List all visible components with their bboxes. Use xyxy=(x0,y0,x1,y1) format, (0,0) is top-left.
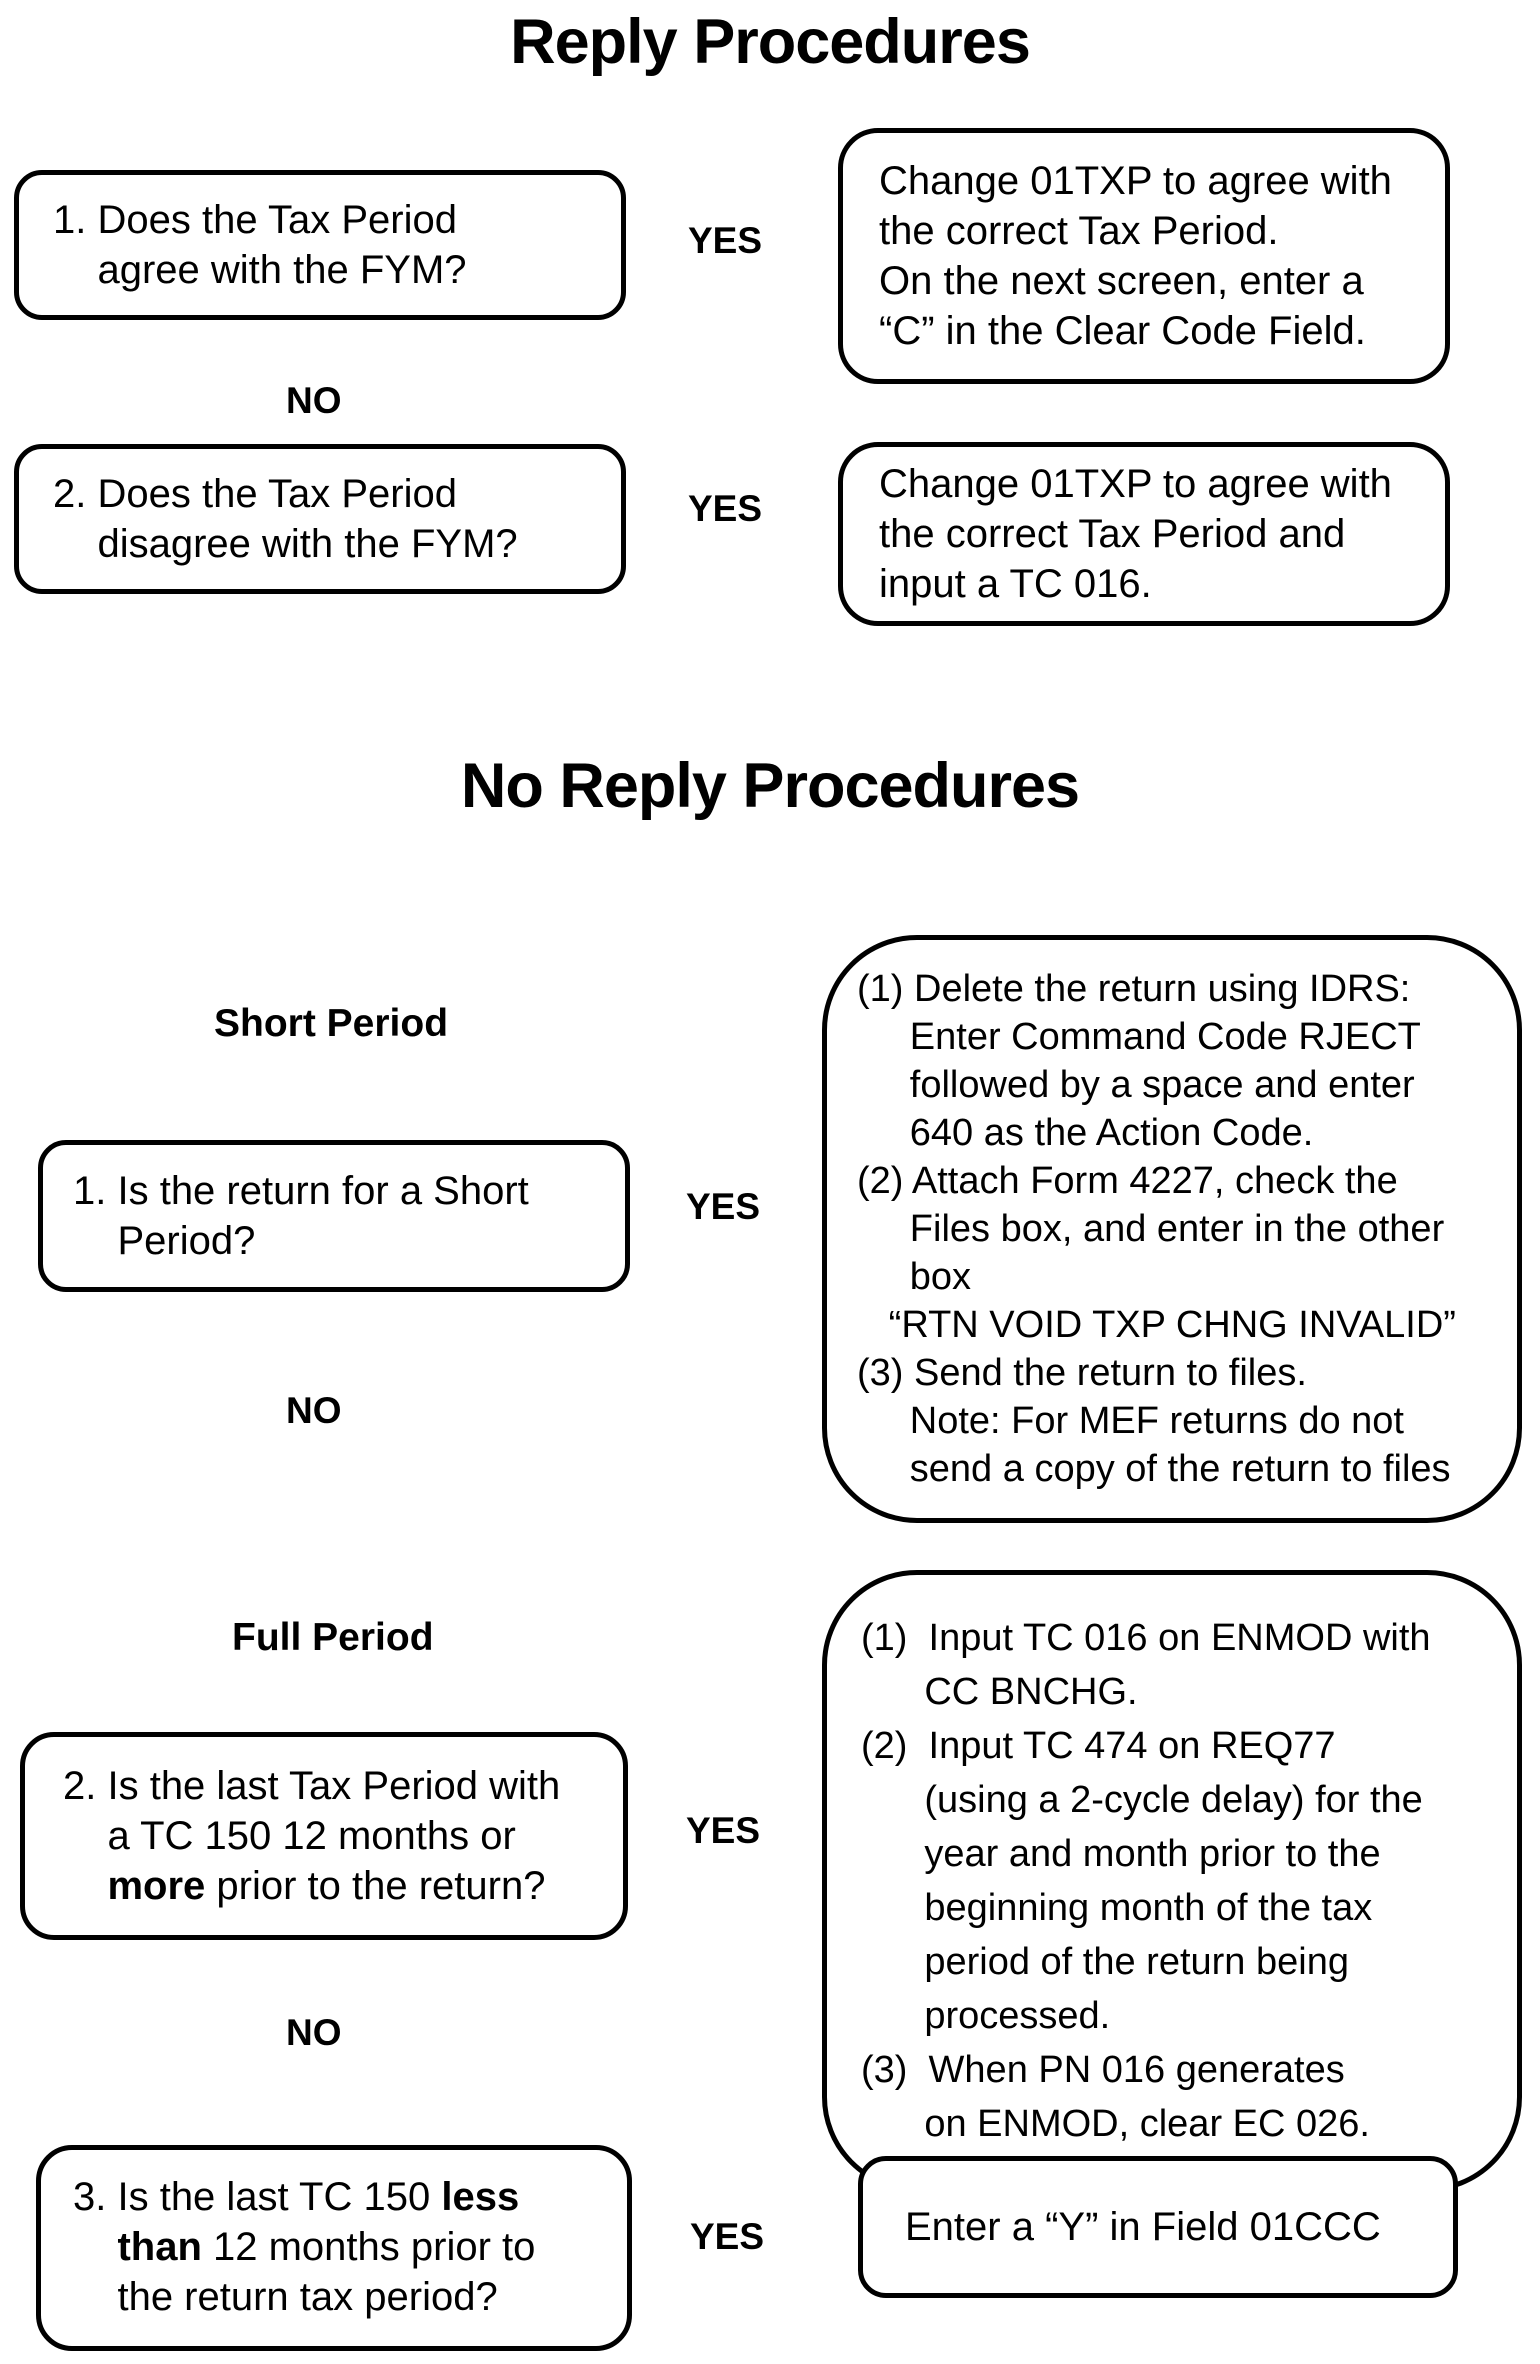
yes-label-full-3: YES xyxy=(690,2216,765,2257)
full-period-label: Full Period xyxy=(232,1616,434,1659)
question-box-full-2-text: 2. Is the last Tax Period with a TC 150 … xyxy=(63,1764,561,1908)
no-reply-procedures-title: No Reply Procedures xyxy=(460,751,1080,821)
yes-label-full-2: YES xyxy=(686,1810,761,1851)
reply-procedures-title: Reply Procedures xyxy=(510,7,1031,77)
question-box-full-3: 3. Is the last TC 150 less than 12 month… xyxy=(36,2145,632,2351)
question-box-reply-1-text: 1. Does the Tax Period agree with the FY… xyxy=(53,198,467,292)
answer-box-full-3: Enter a “Y” in Field 01CCC xyxy=(858,2156,1458,2298)
answer-box-full-3-text: Enter a “Y” in Field 01CCC xyxy=(905,2205,1381,2249)
question-box-reply-2-text: 2. Does the Tax Period disagree with the… xyxy=(53,472,518,566)
question-box-reply-2: 2. Does the Tax Period disagree with the… xyxy=(14,444,626,594)
answer-box-reply-2: Change 01TXP to agree with the correct T… xyxy=(838,442,1450,626)
question-box-reply-1: 1. Does the Tax Period agree with the FY… xyxy=(14,170,626,320)
answer-box-full-2: (1) Input TC 016 on ENMOD with CC BNCHG.… xyxy=(822,1570,1522,2192)
answer-box-reply-1: Change 01TXP to agree with the correct T… xyxy=(838,128,1450,384)
answer-box-reply-1-text: Change 01TXP to agree with the correct T… xyxy=(879,159,1392,353)
answer-box-reply-2-text: Change 01TXP to agree with the correct T… xyxy=(879,462,1392,606)
answer-box-short-1-text: (1) Delete the return using IDRS: Enter … xyxy=(857,968,1456,1490)
yes-label-short-1: YES xyxy=(686,1186,761,1227)
question-box-short-1-text: 1. Is the return for a Short Period? xyxy=(73,1169,529,1263)
question-box-short-1: 1. Is the return for a Short Period? xyxy=(38,1140,630,1292)
answer-box-short-1: (1) Delete the return using IDRS: Enter … xyxy=(822,935,1522,1523)
short-period-label: Short Period xyxy=(214,1002,449,1045)
no-label-short-1: NO xyxy=(286,1390,342,1431)
no-label-full-2: NO xyxy=(286,2012,342,2053)
yes-label-reply-1: YES xyxy=(688,220,763,261)
question-box-full-3-text: 3. Is the last TC 150 less than 12 month… xyxy=(73,2175,536,2319)
answer-box-full-2-text: (1) Input TC 016 on ENMOD with CC BNCHG.… xyxy=(861,1617,1431,2145)
question-box-full-2: 2. Is the last Tax Period with a TC 150 … xyxy=(20,1732,628,1940)
yes-label-reply-2: YES xyxy=(688,488,763,529)
no-label-reply-1: NO xyxy=(286,380,342,421)
